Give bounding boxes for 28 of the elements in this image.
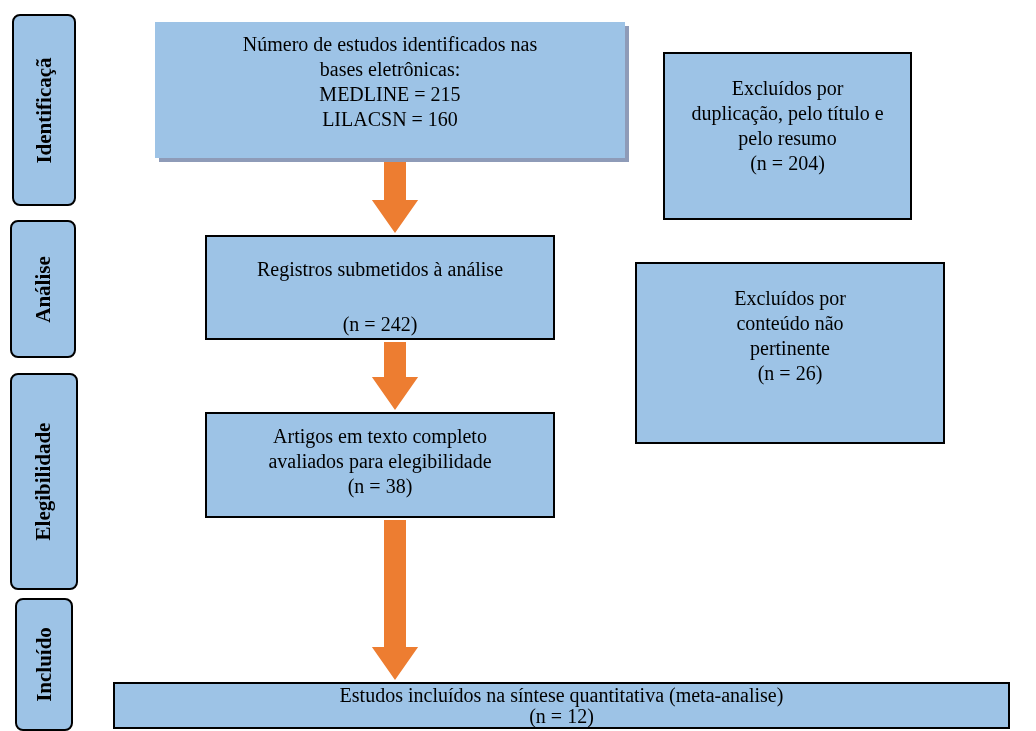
stage-label-box	[10, 373, 78, 590]
stage-label: Elegibilidade	[33, 422, 55, 541]
stage-label-box	[12, 14, 76, 206]
arrow	[371, 160, 419, 233]
box-text: Registros submetidos à análise	[256, 257, 504, 282]
box-text: (n = 38)	[347, 474, 413, 499]
arrow	[371, 342, 419, 410]
box-text: MEDLINE = 215	[319, 82, 461, 107]
process-box	[205, 235, 555, 340]
stage-label: Incluído	[33, 627, 55, 702]
arrow	[371, 520, 419, 680]
box-text: Número de estudos identificados nas bases eletrônicas:	[241, 32, 539, 82]
stage-label: Identificaçã	[33, 56, 55, 164]
box-text: Artigos em texto completo avaliados para elegibilidade	[267, 424, 493, 474]
process-box	[663, 52, 912, 220]
box-text: (n = 204)	[750, 151, 825, 176]
stage-label-box	[15, 598, 73, 731]
process-box	[113, 682, 1010, 729]
box-text: Estudos incluídos na síntese quantitativa (meta-analise)	[339, 684, 784, 706]
box-text: Excluídos por duplicação, pelo título e pelo resumo	[690, 76, 885, 151]
box-text: Excluídos por conteúdo não pertinente	[733, 286, 847, 361]
process-box	[635, 262, 945, 444]
stage-label-box	[10, 220, 76, 358]
box-text: (n = 26)	[757, 361, 823, 386]
stage-label: Análise	[32, 255, 54, 323]
box-text: LILACSN = 160	[322, 107, 458, 132]
box-text: (n = 242)	[342, 312, 418, 337]
process-box	[205, 412, 555, 518]
